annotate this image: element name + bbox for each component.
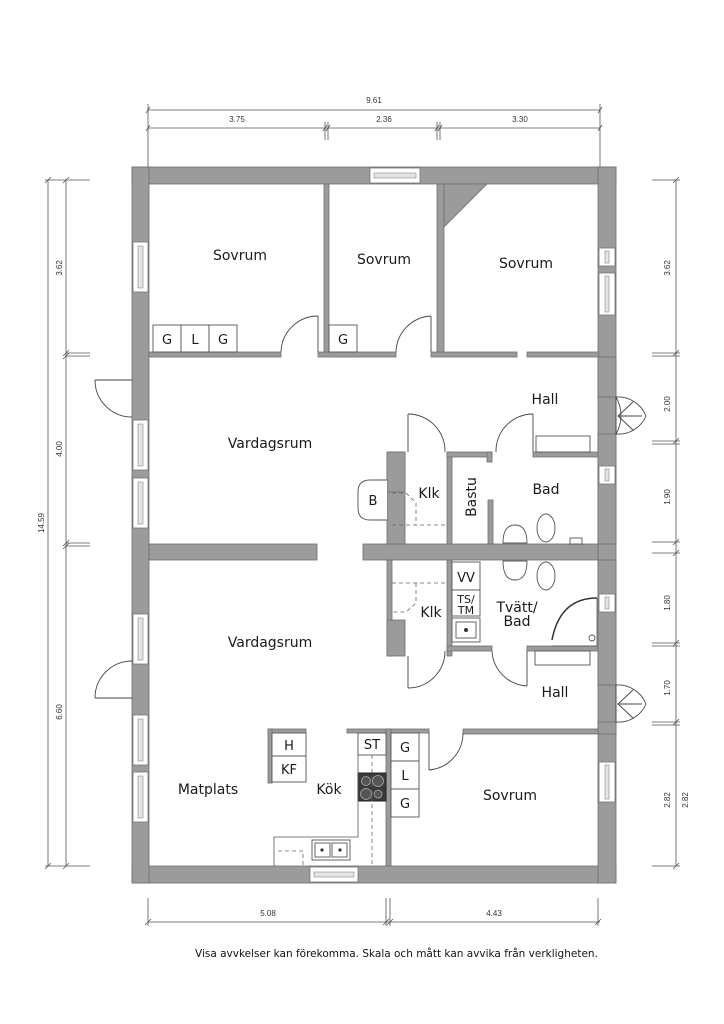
room-label-bad: Bad — [532, 482, 559, 498]
room-label-sovrum-4: Sovrum — [483, 788, 537, 804]
dim-right-segment-5: 1.70 — [663, 680, 672, 696]
storage-label-g: G — [218, 333, 228, 348]
room-label-tvatt-bad-line1: Tvätt/ — [495, 600, 537, 616]
right-dimensions: 3.62 2.00 1.90 1.80 1.70 2.82 2.82 — [652, 176, 690, 870]
room-label-bastu: Bastu — [464, 477, 480, 517]
room-label-sovrum-2: Sovrum — [357, 252, 411, 268]
dim-top-total: 9.61 — [366, 96, 382, 105]
top-dimensions: 9.61 3.75 2.36 3.30 — [145, 96, 603, 170]
fixture-label-vv: VV — [457, 571, 475, 586]
disclaimer-text: Visa avvkelser kan förekomma. Skala och … — [195, 948, 598, 960]
fixture-label-b: B — [369, 494, 378, 509]
dim-left-total: 14.59 — [37, 512, 46, 533]
dim-left-segment-1: 3.62 — [55, 260, 64, 276]
dim-top-segment-1: 3.75 — [229, 115, 245, 124]
dim-right-segment-3: 1.90 — [663, 489, 672, 505]
dim-top-segment-2: 2.36 — [376, 115, 392, 124]
dim-right-extra: 2.82 — [681, 792, 690, 808]
room-label-hall-2: Hall — [542, 685, 569, 701]
room-label-klk-1: Klk — [418, 486, 440, 502]
room-label-matplats: Matplats — [178, 782, 238, 798]
fixture-labels: G L G G B VV TS/ TM H KF ST G L G — [162, 333, 475, 812]
windows — [132, 167, 616, 883]
room-label-vardagsrum-1: Vardagsrum — [228, 436, 313, 452]
room-label-vardagsrum-2: Vardagsrum — [228, 635, 313, 651]
left-dimensions: 14.59 3.62 4.00 6.60 — [37, 176, 90, 870]
fixture-label-ts: TS/ — [456, 593, 475, 606]
room-labels: Sovrum Sovrum Sovrum Vardagsrum Hall Klk… — [178, 248, 569, 804]
room-label-hall-1: Hall — [532, 392, 559, 408]
storage-label-g: G — [400, 797, 410, 812]
storage-label-l: L — [191, 333, 199, 348]
dim-left-segment-3: 6.60 — [55, 704, 64, 720]
fixture-label-st: ST — [364, 738, 380, 753]
storage-label-l: L — [401, 769, 409, 784]
dim-bottom-segment-1: 5.08 — [260, 909, 276, 918]
room-label-sovrum-3: Sovrum — [499, 256, 553, 272]
storage-label-g: G — [400, 741, 410, 756]
room-label-sovrum-1: Sovrum — [213, 248, 267, 264]
fixture-label-kf: KF — [281, 763, 297, 778]
dim-left-segment-2: 4.00 — [55, 441, 64, 457]
room-label-klk-2: Klk — [420, 605, 442, 621]
room-label-tvatt-bad-line2: Bad — [503, 614, 530, 630]
storage-label-g: G — [338, 333, 348, 348]
fixture-label-h: H — [284, 739, 294, 754]
dim-right-segment-4: 1.80 — [663, 595, 672, 611]
dim-right-segment-2: 2.00 — [663, 396, 672, 412]
dim-right-segment-1: 3.62 — [663, 260, 672, 276]
dim-top-segment-3: 3.30 — [512, 115, 528, 124]
room-label-kok: Kök — [316, 782, 342, 798]
interior-walls — [148, 183, 617, 867]
dim-bottom-segment-2: 4.43 — [486, 909, 502, 918]
fixture-label-tm: TM — [457, 604, 474, 617]
bottom-dimensions: 5.08 4.43 — [144, 898, 602, 926]
storage-label-g: G — [162, 333, 172, 348]
fixtures — [152, 324, 598, 866]
doors — [94, 315, 647, 771]
dim-right-segment-6: 2.82 — [663, 792, 672, 808]
